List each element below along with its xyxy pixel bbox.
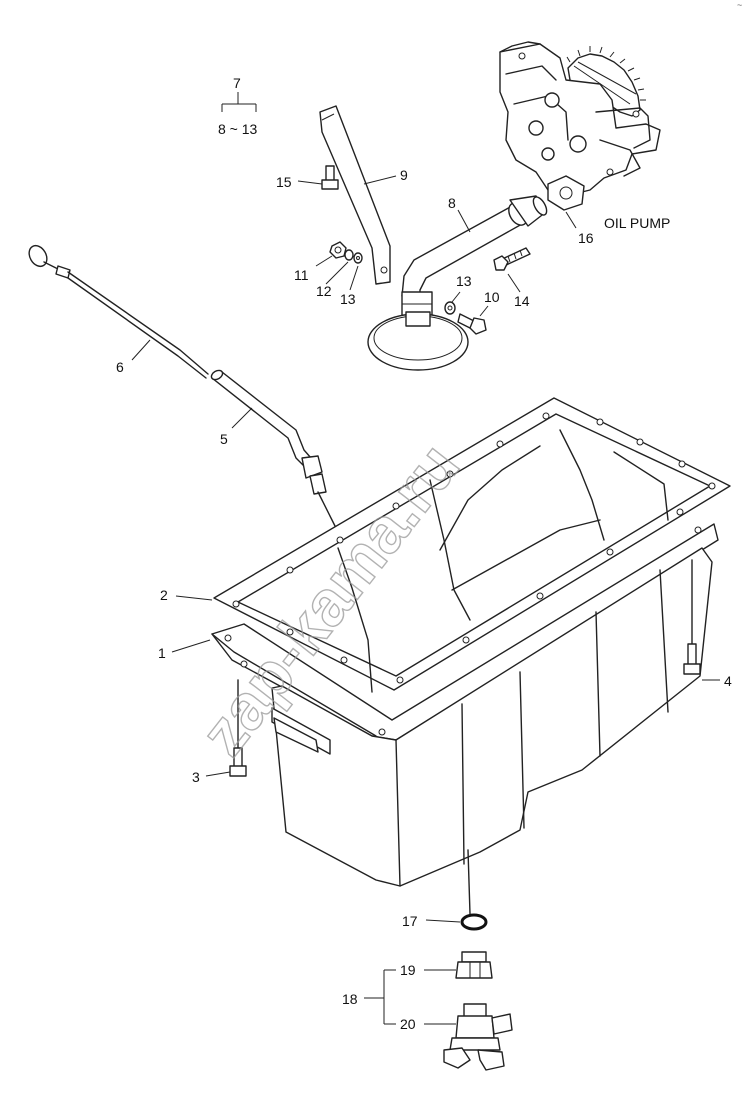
callout-9: 9 (400, 167, 408, 183)
callout-4: 4 (724, 673, 732, 689)
gasket-bolt-holes (232, 412, 716, 684)
callout-1: 1 (158, 645, 166, 661)
callout-6: 6 (116, 359, 124, 375)
oil-pump-assembly (499, 41, 661, 211)
callout-15: 15 (276, 174, 292, 190)
oil-pan-gasket (213, 397, 731, 691)
callout-13-left: 13 (340, 291, 356, 307)
drain-cock (443, 1003, 513, 1071)
dipstick-assembly (28, 244, 337, 529)
callout-14: 14 (514, 293, 530, 309)
drain-plug (455, 951, 493, 979)
callout-2: 2 (160, 587, 168, 603)
fastener-hardware (321, 165, 531, 335)
callout-10: 10 (484, 289, 500, 305)
callout-19: 19 (400, 962, 416, 978)
leader-lines (131, 92, 720, 1025)
o-ring (460, 913, 488, 931)
callout-20: 20 (400, 1016, 416, 1032)
oil-pump-label: OIL PUMP (604, 215, 670, 231)
callout-labels: 7 8 ~ 13 15 9 8 16 OIL PUMP 11 12 13 13 … (116, 75, 732, 1032)
callout-5: 5 (220, 431, 228, 447)
callout-13-right: 13 (456, 273, 472, 289)
callout-8: 8 (448, 195, 456, 211)
callout-3: 3 (192, 769, 200, 785)
bolt-3 (229, 679, 247, 777)
callout-16: 16 (578, 230, 594, 246)
callout-18: 18 (342, 991, 358, 1007)
callout-12: 12 (316, 283, 332, 299)
callout-7: 7 (233, 75, 241, 91)
corner-mark: ~ (737, 0, 742, 10)
oil-pan (211, 429, 719, 887)
callout-7-range: 8 ~ 13 (218, 121, 258, 137)
callout-11: 11 (294, 267, 309, 283)
oil-strainer-assembly (319, 105, 548, 371)
bolt-4 (683, 559, 701, 675)
callout-17: 17 (402, 913, 418, 929)
